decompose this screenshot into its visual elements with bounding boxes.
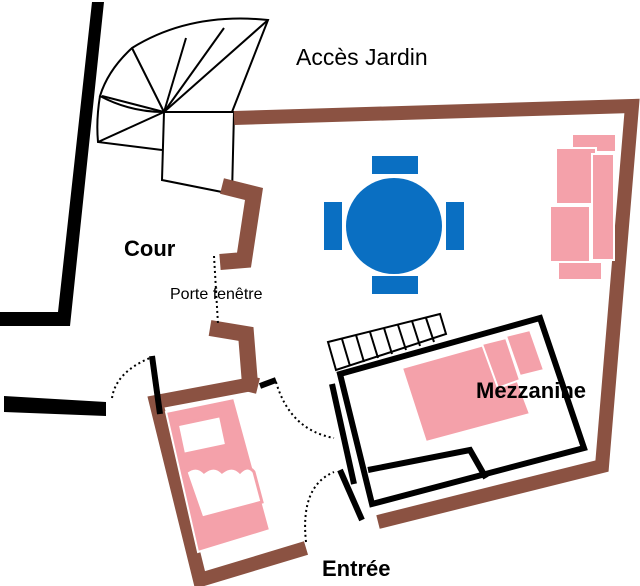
spiral-staircase <box>96 17 270 196</box>
dining-table <box>324 156 464 294</box>
entry-door-swing <box>304 471 335 543</box>
courtyard-wall-upper <box>219 178 263 270</box>
mezzanine-bed <box>400 328 546 444</box>
sofa <box>549 133 617 281</box>
french-window-swing <box>213 255 219 325</box>
inner-door-swing <box>275 381 335 439</box>
left-boundary-wall <box>0 2 104 326</box>
mezzanine <box>326 312 588 508</box>
brown-walls <box>147 98 640 586</box>
courtyard-label: Cour <box>124 236 176 261</box>
lower-left-wall <box>4 396 106 416</box>
door-swings <box>111 255 335 543</box>
mezzanine-ladder <box>326 312 448 372</box>
bedroom-door-swing <box>111 357 151 399</box>
entrance-label: Entrée <box>322 556 391 581</box>
french-window-label: Porte fenêtre <box>170 286 263 303</box>
black-partitions <box>149 355 365 522</box>
bedroom-bed <box>164 396 272 554</box>
mezzanine-label: Mezzanine <box>476 378 587 403</box>
courtyard-wall-lower <box>208 320 260 394</box>
top-wall <box>233 98 640 529</box>
outer-black-walls <box>0 2 106 416</box>
garden-access-label: Accès Jardin <box>296 44 428 70</box>
bedroom-wall <box>147 377 309 586</box>
